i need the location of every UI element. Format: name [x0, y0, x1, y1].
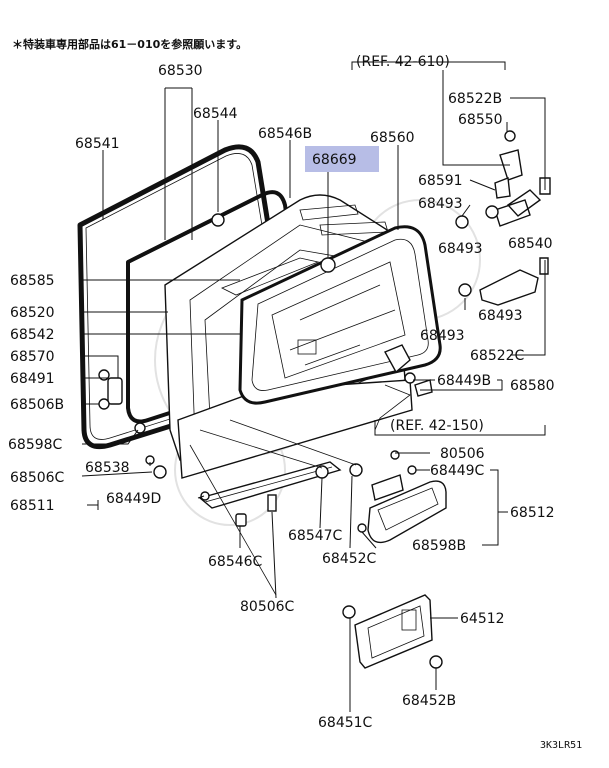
stopper-68669 [320, 257, 336, 273]
door-assembly-drawing [77, 130, 551, 669]
part-labels: 68530 68544 68541 68546B 68560 68669 (RE… [8, 54, 582, 751]
label-68591: 68591 [418, 173, 463, 189]
label-68570: 68570 [10, 349, 55, 365]
label-68550: 68550 [458, 112, 503, 128]
special-vehicle-note: ＊特装車専用部品は61－010を参照願います。 [12, 37, 247, 51]
label-68585: 68585 [10, 273, 55, 289]
label-64512: 64512 [460, 611, 505, 627]
bracket-68550 [499, 149, 523, 181]
label-68522C: 68522C [470, 348, 525, 364]
label-68580: 68580 [510, 378, 555, 394]
label-68452B: 68452B [402, 693, 456, 709]
hinge-68522C [479, 269, 539, 306]
label-68506C: 68506C [10, 470, 65, 486]
label-68598C: 68598C [8, 437, 63, 453]
label-68538: 68538 [85, 460, 130, 476]
label-68452C: 68452C [322, 551, 377, 567]
label-68541: 68541 [75, 136, 120, 152]
label-68546B: 68546B [258, 126, 312, 142]
bumper-68491 [107, 377, 123, 405]
handle-68512 [367, 480, 447, 544]
label-68669: 68669 [312, 152, 357, 168]
label-68530: 68530 [158, 63, 203, 79]
label-68491: 68491 [10, 371, 55, 387]
label-68544: 68544 [193, 106, 238, 122]
label-68451C: 68451C [318, 715, 373, 731]
label-68493-d: 68493 [420, 328, 465, 344]
ref-mid: (REF. 42-150) [390, 418, 484, 434]
label-68598B: 68598B [412, 538, 466, 554]
ref-top: (REF. 42-610) [356, 54, 450, 70]
label-68449C-a: 68449C [430, 463, 485, 479]
diagram-code: 3K3LR51 [540, 740, 582, 751]
panel-64512 [354, 594, 433, 669]
label-68449B: 68449B [437, 373, 491, 389]
label-68506B: 68506B [10, 397, 64, 413]
label-68449D: 68449D [106, 491, 161, 507]
label-68540: 68540 [508, 236, 553, 252]
leader-lines [81, 61, 546, 712]
label-68493-a: 68493 [418, 196, 463, 212]
screw-68452B [429, 655, 443, 669]
label-68520: 68520 [10, 305, 55, 321]
label-80506C: 80506C [240, 599, 295, 615]
label-68511: 68511 [10, 498, 55, 514]
highlight-68669 [305, 146, 379, 172]
garnish-68511 [198, 461, 342, 509]
label-68493-c: 68493 [478, 308, 523, 324]
label-68547C: 68547C [288, 528, 343, 544]
label-68542: 68542 [10, 327, 55, 343]
label-68493-b: 68493 [438, 241, 483, 257]
label-68546C: 68546C [208, 554, 263, 570]
label-68522B: 68522B [448, 91, 502, 107]
label-68512: 68512 [510, 505, 555, 521]
clip-68544 [211, 213, 225, 227]
striker-68580 [384, 344, 411, 374]
screw-68451C [342, 605, 356, 619]
hinge-68540 [494, 189, 542, 227]
label-68560: 68560 [370, 130, 415, 146]
pad-68591 [494, 177, 511, 199]
label-80506-a: 80506 [440, 446, 485, 462]
